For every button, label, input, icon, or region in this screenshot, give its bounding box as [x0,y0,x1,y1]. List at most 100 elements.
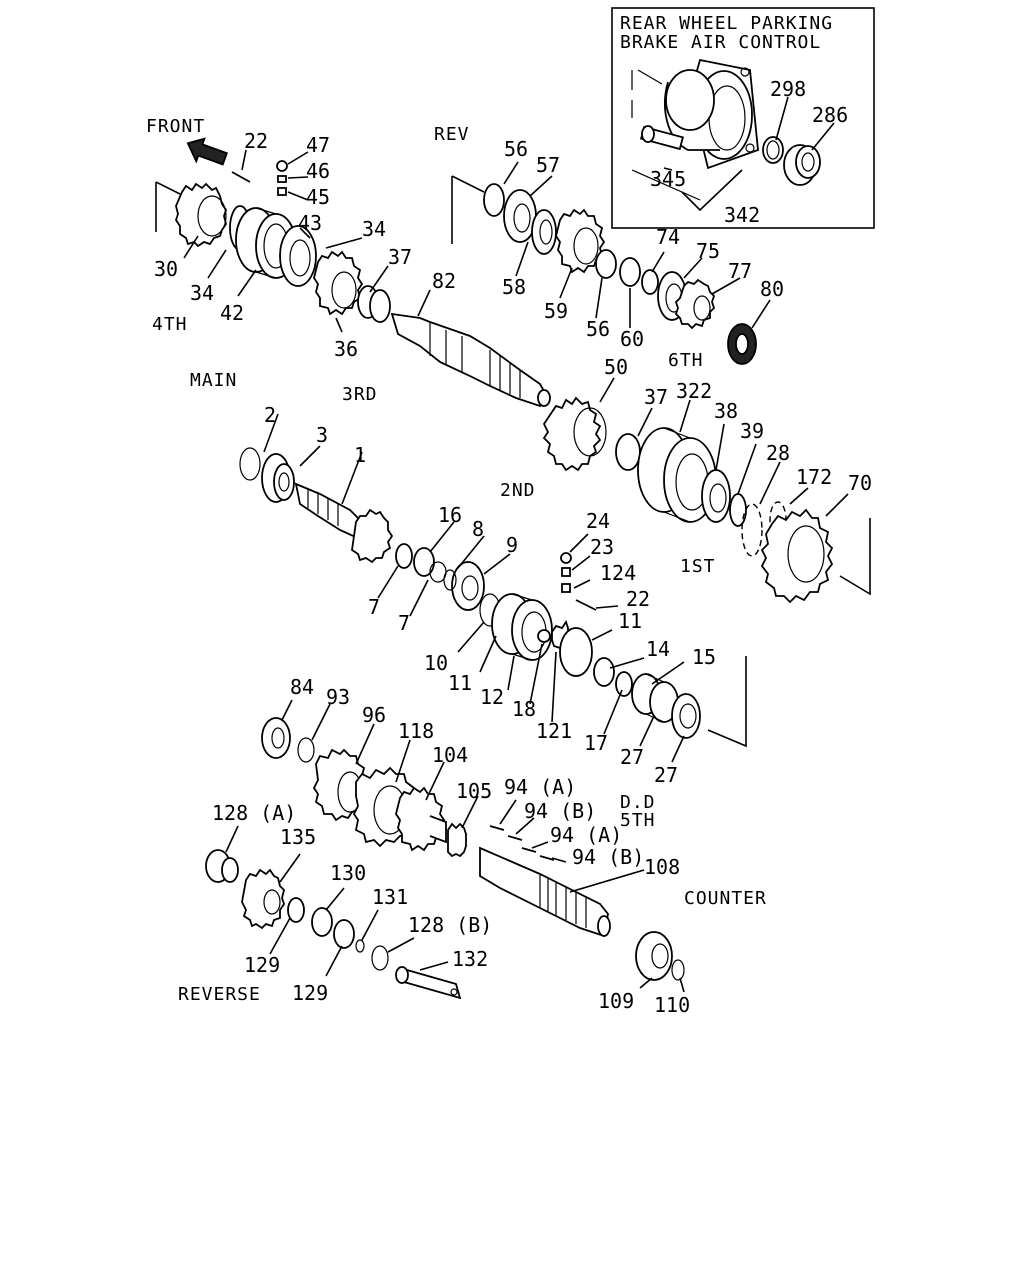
front-arrow-icon [186,137,228,166]
label-counter: COUNTER [684,888,767,909]
collar-60 [619,257,641,287]
part-47: 47 [306,133,330,157]
gear-104 [395,786,447,852]
label-reverse: REVERSE [178,984,261,1005]
label-4th: 4TH [152,314,188,335]
part-109: 109 [598,989,634,1013]
bearing-27 [671,693,701,739]
bearing-80 [727,323,757,365]
ball-18 [537,629,551,643]
part-27a: 27 [620,745,644,769]
part-110: 110 [654,993,690,1017]
part-12: 12 [480,685,504,709]
part-128b: 128 (B) [408,913,492,937]
washer-23 [561,567,571,577]
counter-shaft-assembly: 84 93 96 118 104 105 94 (A) 94 (B) 94 (A… [205,675,690,1017]
inset-title-line1: REAR WHEEL PARKING [620,13,833,34]
part-129b: 129 [292,981,328,1005]
part-322: 322 [676,379,712,403]
part-50: 50 [604,355,628,379]
snap-ring-28 [741,503,763,557]
inset-part-345: 345 [650,167,686,191]
key-94b1 [507,835,523,841]
part-43: 43 [298,211,322,235]
part-77: 77 [728,259,752,283]
bearing-56a [483,183,505,217]
brake-housing-part [631,58,759,170]
part-9: 9 [506,533,518,557]
ring-39 [729,493,747,527]
key-94b2 [539,855,555,861]
part-84: 84 [290,675,314,699]
sleeve-12 [491,593,553,661]
label-dd: D.D [620,792,656,813]
part-24: 24 [586,509,610,533]
part-104: 104 [432,743,468,767]
bearing-130 [311,907,333,937]
label-6th: 6TH [668,350,704,371]
low-gears-assembly: 50 37 322 38 39 28 172 70 [542,355,872,604]
gear-58 [531,209,557,255]
part-1: 1 [354,443,366,467]
key-94a2 [521,847,537,853]
bearing-84 [261,717,291,759]
part-132: 132 [452,947,488,971]
hub-38 [701,469,731,523]
part-34a: 34 [362,217,386,241]
part-23: 23 [590,535,614,559]
seal-286 [783,144,821,186]
part-18: 18 [512,697,536,721]
part-94b2: 94 (B) [572,845,644,869]
gear-77 [674,278,716,330]
gear-50 [542,396,607,472]
inset-part-342: 342 [724,203,760,227]
gear-135 [241,868,285,930]
snap-ring-2 [239,447,261,481]
part-11b: 11 [448,671,472,695]
main-shaft-82 [390,312,551,408]
bearing-14 [593,657,615,687]
hub-9 [451,561,485,611]
part-15: 15 [692,645,716,669]
bearing-129a [287,897,305,923]
label-3rd: 3RD [342,384,378,405]
part-34b: 34 [190,281,214,305]
reverse-sixth-assembly: 56 57 58 59 56 60 74 75 77 80 [451,137,784,365]
part-45: 45 [306,185,330,209]
part-42: 42 [220,301,244,325]
input-shaft-assembly: 2 3 1 16 8 9 7 7 [239,403,518,635]
inset-part-286: 286 [812,103,848,127]
bearing-56b [595,249,617,279]
key-94a1 [489,825,505,831]
gear-30 [175,182,227,248]
part-14: 14 [646,637,670,661]
pin-132 [395,966,462,1000]
counter-shaft-108 [479,846,611,938]
ring-11a [559,627,593,677]
part-130: 130 [330,861,366,885]
label-front: FRONT [146,116,205,137]
part-172: 172 [796,465,832,489]
label-main: MAIN [190,370,237,391]
part-75: 75 [696,239,720,263]
ring-8 [443,569,457,591]
hub-43 [279,225,317,287]
part-36: 36 [334,337,358,361]
part-58: 58 [502,275,526,299]
part-16: 16 [438,503,462,527]
part-121: 121 [536,719,572,743]
main-shaft-top-assembly: 22 47 46 45 43 34 30 34 42 36 37 82 [154,129,551,408]
bearing-3 [261,453,295,503]
inset-rear-wheel-parking-brake: REAR WHEEL PARKING BRAKE AIR CONTROL [611,7,875,229]
part-131: 131 [372,885,408,909]
inset-part-298: 298 [770,77,806,101]
ring-131 [355,939,365,953]
synchro-assembly: 24 23 124 22 11 10 11 12 18 121 14 15 17… [424,509,747,787]
part-82: 82 [432,269,456,293]
bearing-15 [631,673,679,723]
sleeve-128a [205,849,239,883]
label-1st: 1ST [680,556,716,577]
part-3: 3 [316,423,328,447]
